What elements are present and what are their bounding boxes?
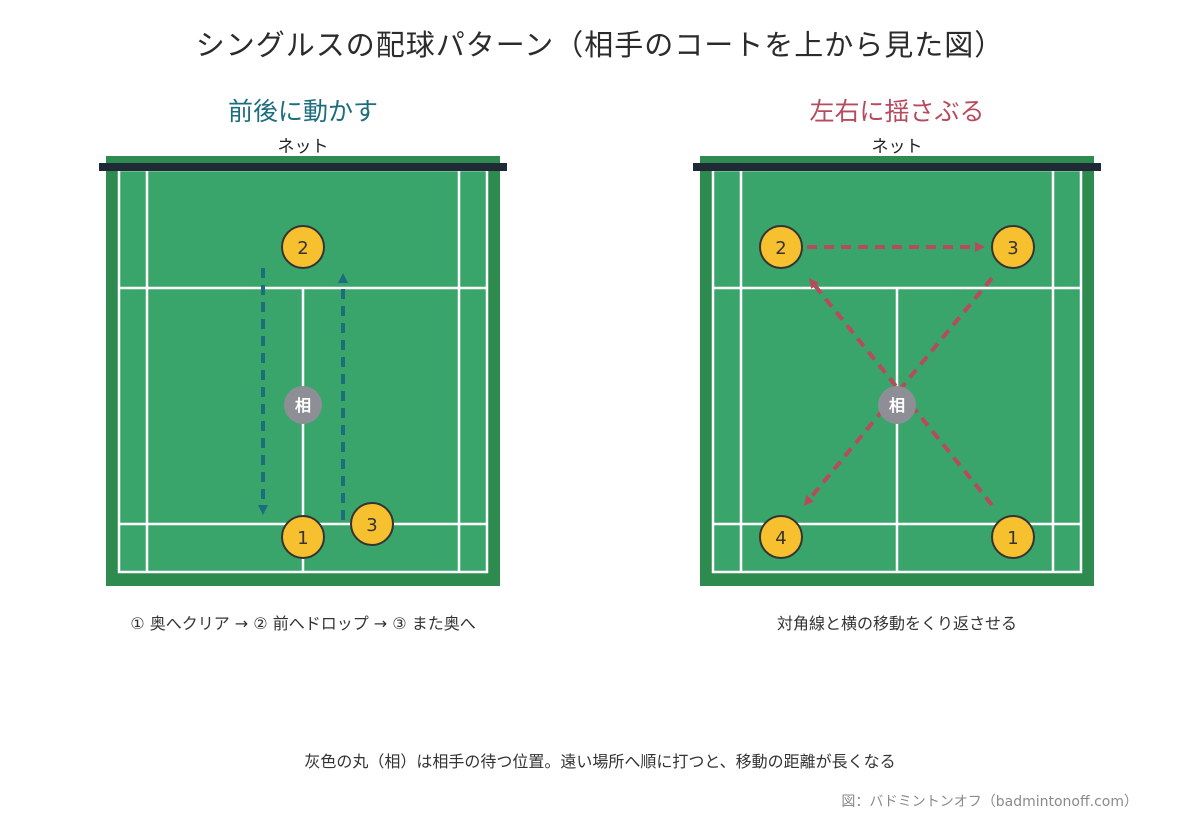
opponent-position <box>284 386 322 424</box>
shot-marker-3: 3 <box>350 502 394 546</box>
right-panel-caption: 対角線と横の移動をくり返させる <box>776 614 1017 633</box>
svg-text:1: 1 <box>297 528 308 549</box>
left-panel-caption: ① 奥へクリア → ② 前へドロップ → ③ また奥へ <box>130 614 476 633</box>
source-credit: 図：バドミントンオフ（badmintonoff.com） <box>841 794 1138 810</box>
opponent-label: 相 <box>295 396 311 415</box>
svg-text:3: 3 <box>366 515 377 536</box>
left-net-label: ネット <box>277 137 329 157</box>
shot-marker-4: 4 <box>759 515 803 559</box>
legend-note: 灰色の丸（相）は相手の待つ位置。遠い場所へ順に打つと、移動の距離が長くなる <box>304 752 896 771</box>
shot-marker-3: 3 <box>991 225 1035 269</box>
net-bar <box>693 163 1101 171</box>
svg-text:1: 1 <box>1007 528 1018 549</box>
right-net-label: ネット <box>871 137 923 157</box>
svg-text:4: 4 <box>775 528 786 549</box>
right-panel-title: 左右に揺さぶる <box>809 97 985 126</box>
shot-marker-2: 2 <box>759 225 803 269</box>
opponent-label: 相 <box>889 396 905 415</box>
right-court-diagram: 相 2 3 4 1 <box>693 156 1101 586</box>
shot-marker-1: 1 <box>281 515 325 559</box>
svg-text:2: 2 <box>297 238 308 259</box>
left-court-diagram: 相 2 1 3 <box>99 156 507 586</box>
shot-marker-1: 1 <box>991 515 1035 559</box>
opponent-position <box>878 386 916 424</box>
svg-text:2: 2 <box>775 238 786 259</box>
shot-marker-2: 2 <box>281 225 325 269</box>
svg-text:3: 3 <box>1007 238 1018 259</box>
net-bar <box>99 163 507 171</box>
left-panel-title: 前後に動かす <box>227 97 378 126</box>
figure-title: シングルスの配球パターン（相手のコートを上から見た図） <box>195 28 1005 62</box>
